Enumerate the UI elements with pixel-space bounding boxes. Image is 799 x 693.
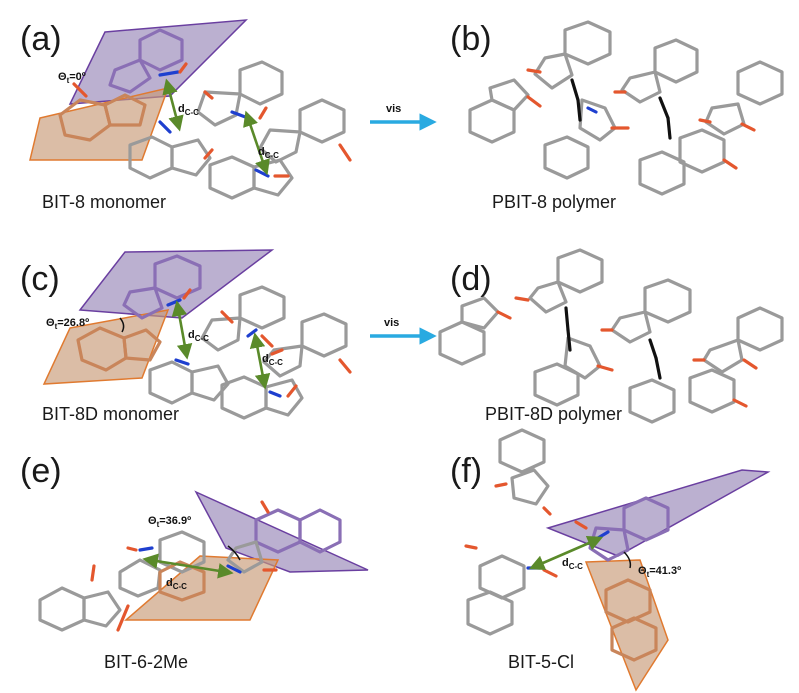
panel-f-caption: BIT-5-Cl <box>508 652 574 672</box>
theta-label: Θt=0º <box>58 71 86 85</box>
panel-b-letter: (b) <box>450 20 492 58</box>
panel-a-caption: BIT-8 monomer <box>42 192 166 212</box>
panel-d-letter: (d) <box>450 260 492 298</box>
distance-arrow <box>243 110 270 176</box>
angle-arc <box>227 545 241 561</box>
ring-plane-orange <box>29 86 170 161</box>
ring-plane-purple <box>545 469 771 557</box>
panel-e: (e) Θt=36.9º dC-C BIT-6-2Me <box>20 452 369 672</box>
panel-f: (f) dC-C Θt=41.3º BIT-5-Cl <box>450 428 771 692</box>
panel-a: (a) Θ <box>20 19 352 212</box>
panel-c: (c) Θt= <box>20 249 352 424</box>
distance-arrow <box>528 535 604 571</box>
molecule-pbit8-polymer <box>468 20 784 196</box>
dcc-label: dC-C <box>188 329 209 343</box>
vis-label: vis <box>386 103 401 115</box>
dcc-label: dC-C <box>166 577 187 591</box>
distance-arrow <box>142 553 234 579</box>
reaction-arrow-middle: vis <box>370 317 437 345</box>
reaction-arrow-top: vis <box>370 103 437 131</box>
panel-c-letter: (c) <box>20 260 60 298</box>
molecule-bit8d-monomer <box>76 254 352 420</box>
distance-arrow <box>162 78 184 132</box>
panel-d-caption: PBIT-8D polymer <box>485 404 622 424</box>
dcc-label: dC-C <box>178 103 199 117</box>
angle-arc <box>623 551 632 569</box>
panel-d: (d) PBIT-8D polymer <box>438 248 784 424</box>
vis-label: vis <box>384 317 399 329</box>
dcc-label: dC-C <box>562 557 583 571</box>
distance-arrow <box>249 332 271 390</box>
dcc-label: dC-C <box>262 353 283 367</box>
panel-f-letter: (f) <box>450 452 482 490</box>
panel-e-caption: BIT-6-2Me <box>104 652 188 672</box>
panel-c-caption: BIT-8D monomer <box>42 404 179 424</box>
dcc-label: dC-C <box>258 146 279 160</box>
ring-plane-orange <box>42 309 170 385</box>
panel-e-letter: (e) <box>20 452 62 490</box>
molecule-pbit8d-polymer <box>438 248 784 424</box>
panel-b-caption: PBIT-8 polymer <box>492 192 616 212</box>
ring-plane-purple <box>194 490 369 573</box>
panel-a-letter: (a) <box>20 20 62 58</box>
distance-arrow <box>171 300 193 360</box>
theta-label: Θt=26.8º <box>46 317 89 331</box>
theta-label: Θt=41.3º <box>638 565 681 579</box>
theta-label: Θt=36.9º <box>148 515 191 529</box>
ring-plane-purple <box>78 249 275 319</box>
angle-arc <box>119 317 125 333</box>
panel-b: (b) PBIT-8 polymer <box>450 20 784 212</box>
